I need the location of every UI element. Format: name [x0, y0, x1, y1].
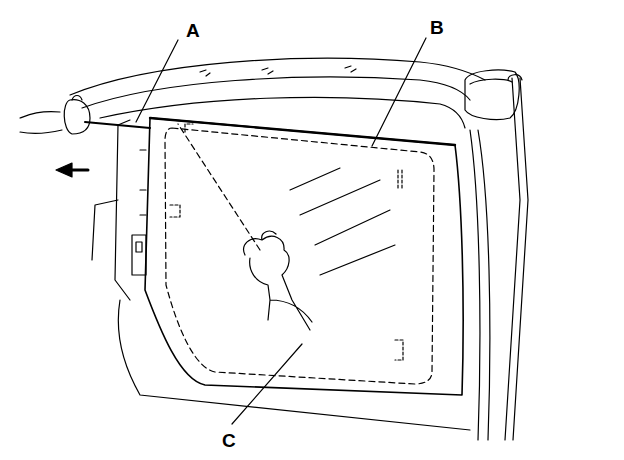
callout-letter: C	[220, 430, 238, 451]
callout-letter: A	[184, 20, 202, 41]
callout-letter: B	[428, 17, 446, 38]
